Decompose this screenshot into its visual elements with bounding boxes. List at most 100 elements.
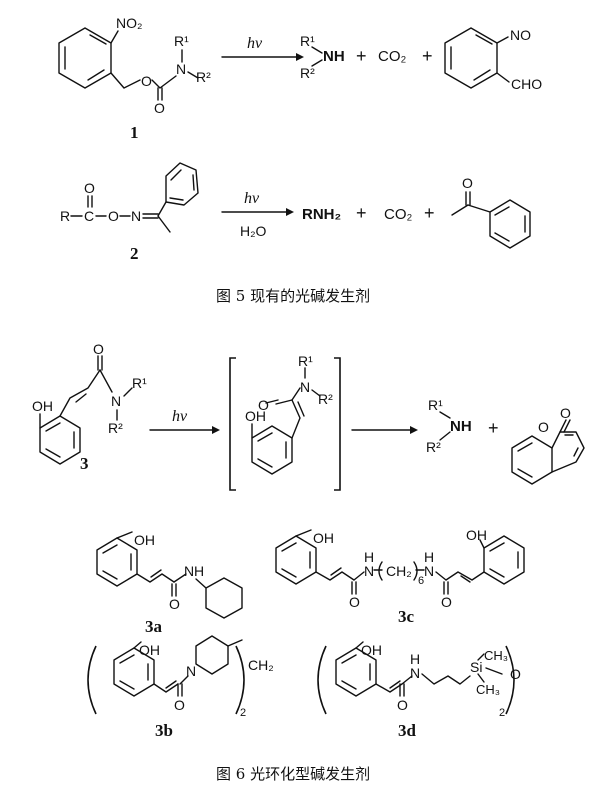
compound-3d-label: 3d — [398, 721, 417, 740]
r2-label: R² — [108, 420, 123, 436]
compound-3a-label: 3a — [145, 617, 163, 636]
3c-left-hydrogen-label: H — [364, 549, 374, 565]
r1-label: R¹ — [174, 33, 189, 49]
3a-hydroxyl-label: OH — [134, 532, 155, 548]
intermediate-r2-label: R² — [318, 391, 333, 407]
intermediate-ring — [251, 425, 293, 475]
left-bracket — [229, 357, 236, 491]
intermediate-hydroxyl-label: OH — [245, 408, 266, 424]
ketone-oxygen-label: O — [462, 175, 473, 191]
3d-hydrogen-label: H — [410, 651, 420, 667]
acetophenone-ring — [489, 199, 531, 249]
3d-hydroxyl-label: OH — [361, 642, 382, 658]
piperidine-ring — [195, 635, 229, 675]
3c-repeat-count: 6 — [418, 575, 424, 587]
3a-nitrogen-label: N — [184, 563, 194, 579]
compound-3-label: 3 — [80, 454, 89, 473]
3b-right-paren — [235, 645, 245, 715]
3d-repeat-count: 2 — [499, 707, 505, 719]
amine-r1-label: R¹ — [428, 397, 443, 413]
scheme-3: OH O N R¹ R² 3 hν OH O N — [32, 341, 585, 491]
compound-3b: OH O N CH₂ 2 3b — [87, 635, 274, 740]
r1-label: R¹ — [132, 375, 147, 391]
3d-siloxane-oxygen-label: O — [510, 666, 521, 682]
hydroxyl-label: OH — [32, 398, 53, 414]
amide-oxygen-label: O — [93, 341, 104, 357]
nitrosobenzaldehyde-ring — [444, 27, 498, 89]
3d-methyl-top-label: CH₃ — [484, 648, 508, 663]
carbonyl-carbon-label: C — [84, 208, 94, 224]
amine-r2-label: R² — [300, 65, 315, 81]
compound-3b-label: 3b — [155, 721, 173, 740]
right-bracket — [334, 357, 341, 491]
scheme-1: NO₂ O O N R¹ R² 1 hν R¹ NH R² + CO₂ + — [58, 15, 542, 142]
intermediate-r1-label: R¹ — [298, 353, 313, 369]
phenyl-ring — [165, 162, 199, 206]
compound-3a: OH O N H 3a — [96, 531, 243, 636]
figure-5-caption: 图 5 现有的光碱发生剂 — [216, 287, 370, 305]
compound-3c-label: 3c — [398, 607, 415, 626]
3b-methylene-label: CH₂ — [248, 657, 274, 673]
primary-amine-label: RNH₂ — [302, 206, 341, 223]
3b-repeat-count: 2 — [240, 707, 246, 719]
compound-1-label: 1 — [130, 123, 139, 142]
reaction-2-light: hν — [244, 190, 260, 207]
3d-left-paren — [317, 645, 327, 715]
3d-oxygen-label: O — [397, 697, 408, 713]
nitrobenzyl-ring — [58, 27, 112, 89]
reaction-3-conditions: hν — [172, 408, 188, 425]
amine-nh-label: NH — [323, 48, 345, 65]
plus-sign: + — [488, 418, 499, 438]
co2-label: CO₂ — [384, 206, 413, 223]
3d-silicon-label: Si — [470, 659, 482, 675]
3c-right-hydroxyl-label: OH — [466, 527, 487, 543]
coumarin-structure — [511, 419, 585, 485]
amide-nitrogen-label: N — [111, 393, 121, 409]
r2-label: R² — [196, 69, 211, 85]
3a-ring — [96, 537, 138, 587]
plus-sign: + — [424, 203, 435, 223]
intermediate-nitrogen-label: N — [300, 379, 310, 395]
compound-3d: OH O H N Si CH₃ CH₃ O 2 3d — [317, 641, 521, 740]
reaction-2-water: H₂O — [240, 223, 267, 239]
ester-oxygen-label: O — [141, 73, 152, 89]
amine-nh-label: NH — [450, 418, 472, 435]
compound-3c: OH O H N CH₂ 6 H N O OH 3c — [275, 527, 525, 626]
amine-r2-label: R² — [426, 439, 441, 455]
3c-linker-left-paren — [378, 561, 383, 581]
3d-nitrogen-label: N — [410, 665, 420, 681]
aldehyde-group-label: CHO — [511, 76, 542, 92]
plus-sign: + — [356, 203, 367, 223]
plus-sign: + — [356, 46, 367, 66]
oxime-nitrogen-label: N — [131, 208, 141, 224]
cyclohexyl-ring — [205, 577, 243, 619]
reaction-1-conditions: hν — [247, 35, 263, 52]
3c-methylene-label: CH₂ — [386, 563, 412, 579]
3d-right-paren — [505, 645, 515, 715]
3b-nitrogen-label: N — [186, 663, 196, 679]
carbamate-nitrogen-label: N — [176, 61, 186, 77]
intermediate-oxygen-label: O — [258, 397, 269, 413]
coumarin-carbonyl-oxygen-label: O — [560, 405, 571, 421]
oxime-oxygen-label: O — [108, 208, 119, 224]
3d-methyl-bottom-label: CH₃ — [476, 682, 500, 697]
plus-sign: + — [422, 46, 433, 66]
3c-right-nitrogen-label: N — [424, 563, 434, 579]
carbonyl-oxygen-label: O — [154, 100, 165, 116]
3b-oxygen-label: O — [174, 697, 185, 713]
3c-right-hydrogen-label: H — [424, 549, 434, 565]
3c-left-hydroxyl-label: OH — [313, 530, 334, 546]
carbonyl-oxygen-label: O — [84, 180, 95, 196]
co2-label: CO₂ — [378, 48, 407, 65]
3a-hydrogen-label: H — [194, 563, 204, 579]
3a-oxygen-label: O — [169, 596, 180, 612]
3b-hydroxyl-label: OH — [139, 642, 160, 658]
coumarin-ring-oxygen-label: O — [538, 419, 549, 435]
3c-right-ring — [483, 535, 525, 585]
3b-left-paren — [87, 645, 97, 715]
3c-right-oxygen-label: O — [441, 594, 452, 610]
compound-2-label: 2 — [130, 244, 139, 263]
nitro-group-label: NO₂ — [116, 15, 142, 31]
3c-left-ring — [275, 535, 317, 585]
amine-r1-label: R¹ — [300, 33, 315, 49]
